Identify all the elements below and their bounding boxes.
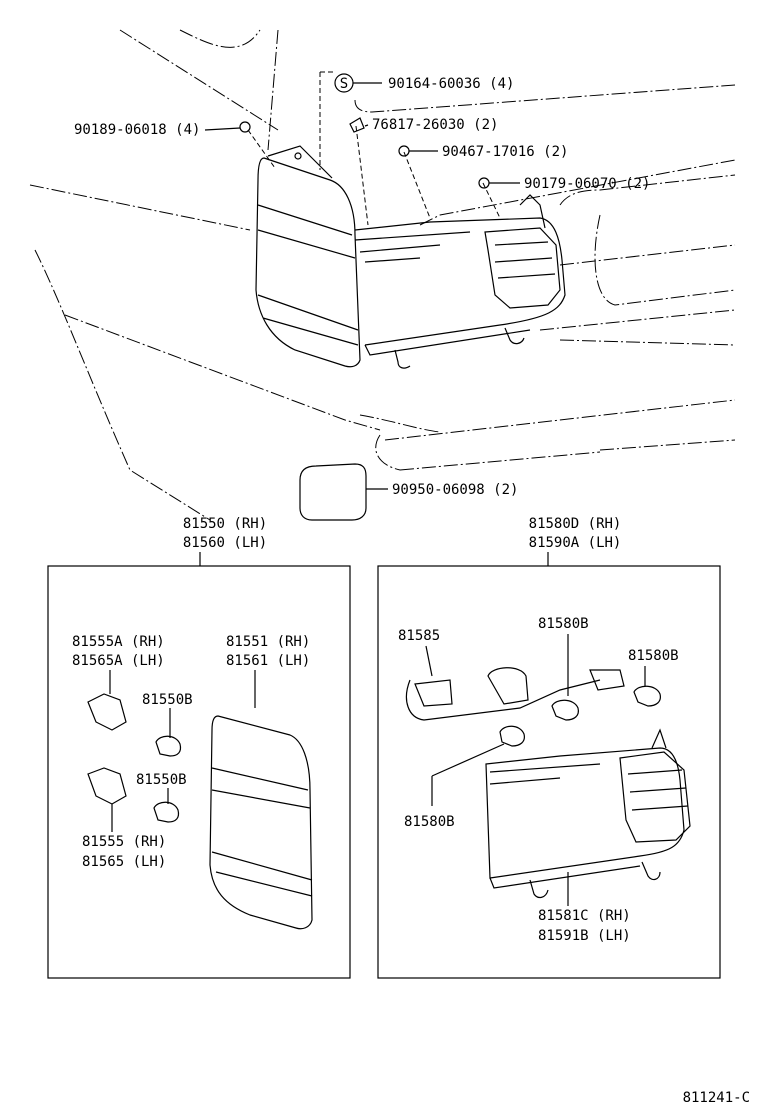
- socket-label-lh: 81565 (LH): [82, 854, 166, 870]
- lens-label-lh: 81561 (LH): [226, 653, 310, 669]
- callout-90189: 90189-06018 (4): [74, 122, 200, 138]
- wire-harness-icon: [405, 679, 601, 721]
- outer-lens-icon: [209, 715, 313, 930]
- right-header-rh: 81580D (RH): [529, 516, 622, 532]
- vehicle-body-outline: [29, 29, 736, 521]
- nut-a-icon: [398, 145, 410, 157]
- clip-icon: [349, 117, 365, 133]
- callout-90179: 90179-06070 (2): [524, 176, 650, 192]
- socket-a-icon: [87, 693, 127, 731]
- inner-lens-label-lh: 81591B (LH): [538, 928, 631, 944]
- bulb-1-icon: [155, 735, 182, 757]
- harness-label: 81585: [398, 628, 440, 644]
- bulb-bottom-label: 81580B: [404, 814, 455, 830]
- lens-label-rh: 81551 (RH): [226, 634, 310, 650]
- assembly-leader-lines: [247, 71, 501, 226]
- inner-lens-icon: [485, 747, 685, 879]
- bulb-1-label: 81550B: [142, 692, 193, 708]
- socket-a-label-lh: 81565A (LH): [72, 653, 165, 669]
- left-header-rh: 81550 (RH): [183, 516, 267, 532]
- inner-lens-label-rh: 81581C (RH): [538, 908, 631, 924]
- callout-90467: 90467-17016 (2): [442, 144, 568, 160]
- left-assembly-box: 81550 (RH) 81560 (LH) 81555A (RH) 81565A…: [47, 516, 351, 979]
- bulb-right-icon: [633, 685, 661, 707]
- outer-tail-lamp: [255, 145, 361, 368]
- nut-left-icon: [239, 121, 251, 133]
- bulb-right-label: 81580B: [628, 648, 679, 664]
- bulb-bottom-icon: [499, 725, 525, 747]
- inner-tail-lamp: [354, 194, 566, 369]
- fasteners-top: S: [239, 73, 490, 189]
- bulb-top-icon: [551, 699, 579, 721]
- top-callouts: 90164-60036 (4) 76817-26030 (2) 90467-17…: [74, 76, 650, 498]
- callout-76817: 76817-26030 (2): [372, 117, 498, 133]
- gasket-icon: [299, 463, 367, 521]
- screw-s-symbol: S: [340, 76, 348, 92]
- callout-90950: 90950-06098 (2): [392, 482, 518, 498]
- bulb-2-label: 81550B: [136, 772, 187, 788]
- socket-label-rh: 81555 (RH): [82, 834, 166, 850]
- left-header-lh: 81560 (LH): [183, 535, 267, 551]
- socket-a-label-rh: 81555A (RH): [72, 634, 165, 650]
- right-assembly-box: 81580D (RH) 81590A (LH) 81585 81580B 815…: [377, 516, 721, 979]
- diagram-code: 811241-C: [683, 1090, 750, 1106]
- nut-b-icon: [478, 177, 490, 189]
- socket-icon: [87, 767, 127, 805]
- bulb-top-label: 81580B: [538, 616, 589, 632]
- bulb-2-icon: [153, 801, 180, 823]
- callout-90164: 90164-60036 (4): [388, 76, 514, 92]
- right-header-lh: 81590A (LH): [529, 535, 622, 551]
